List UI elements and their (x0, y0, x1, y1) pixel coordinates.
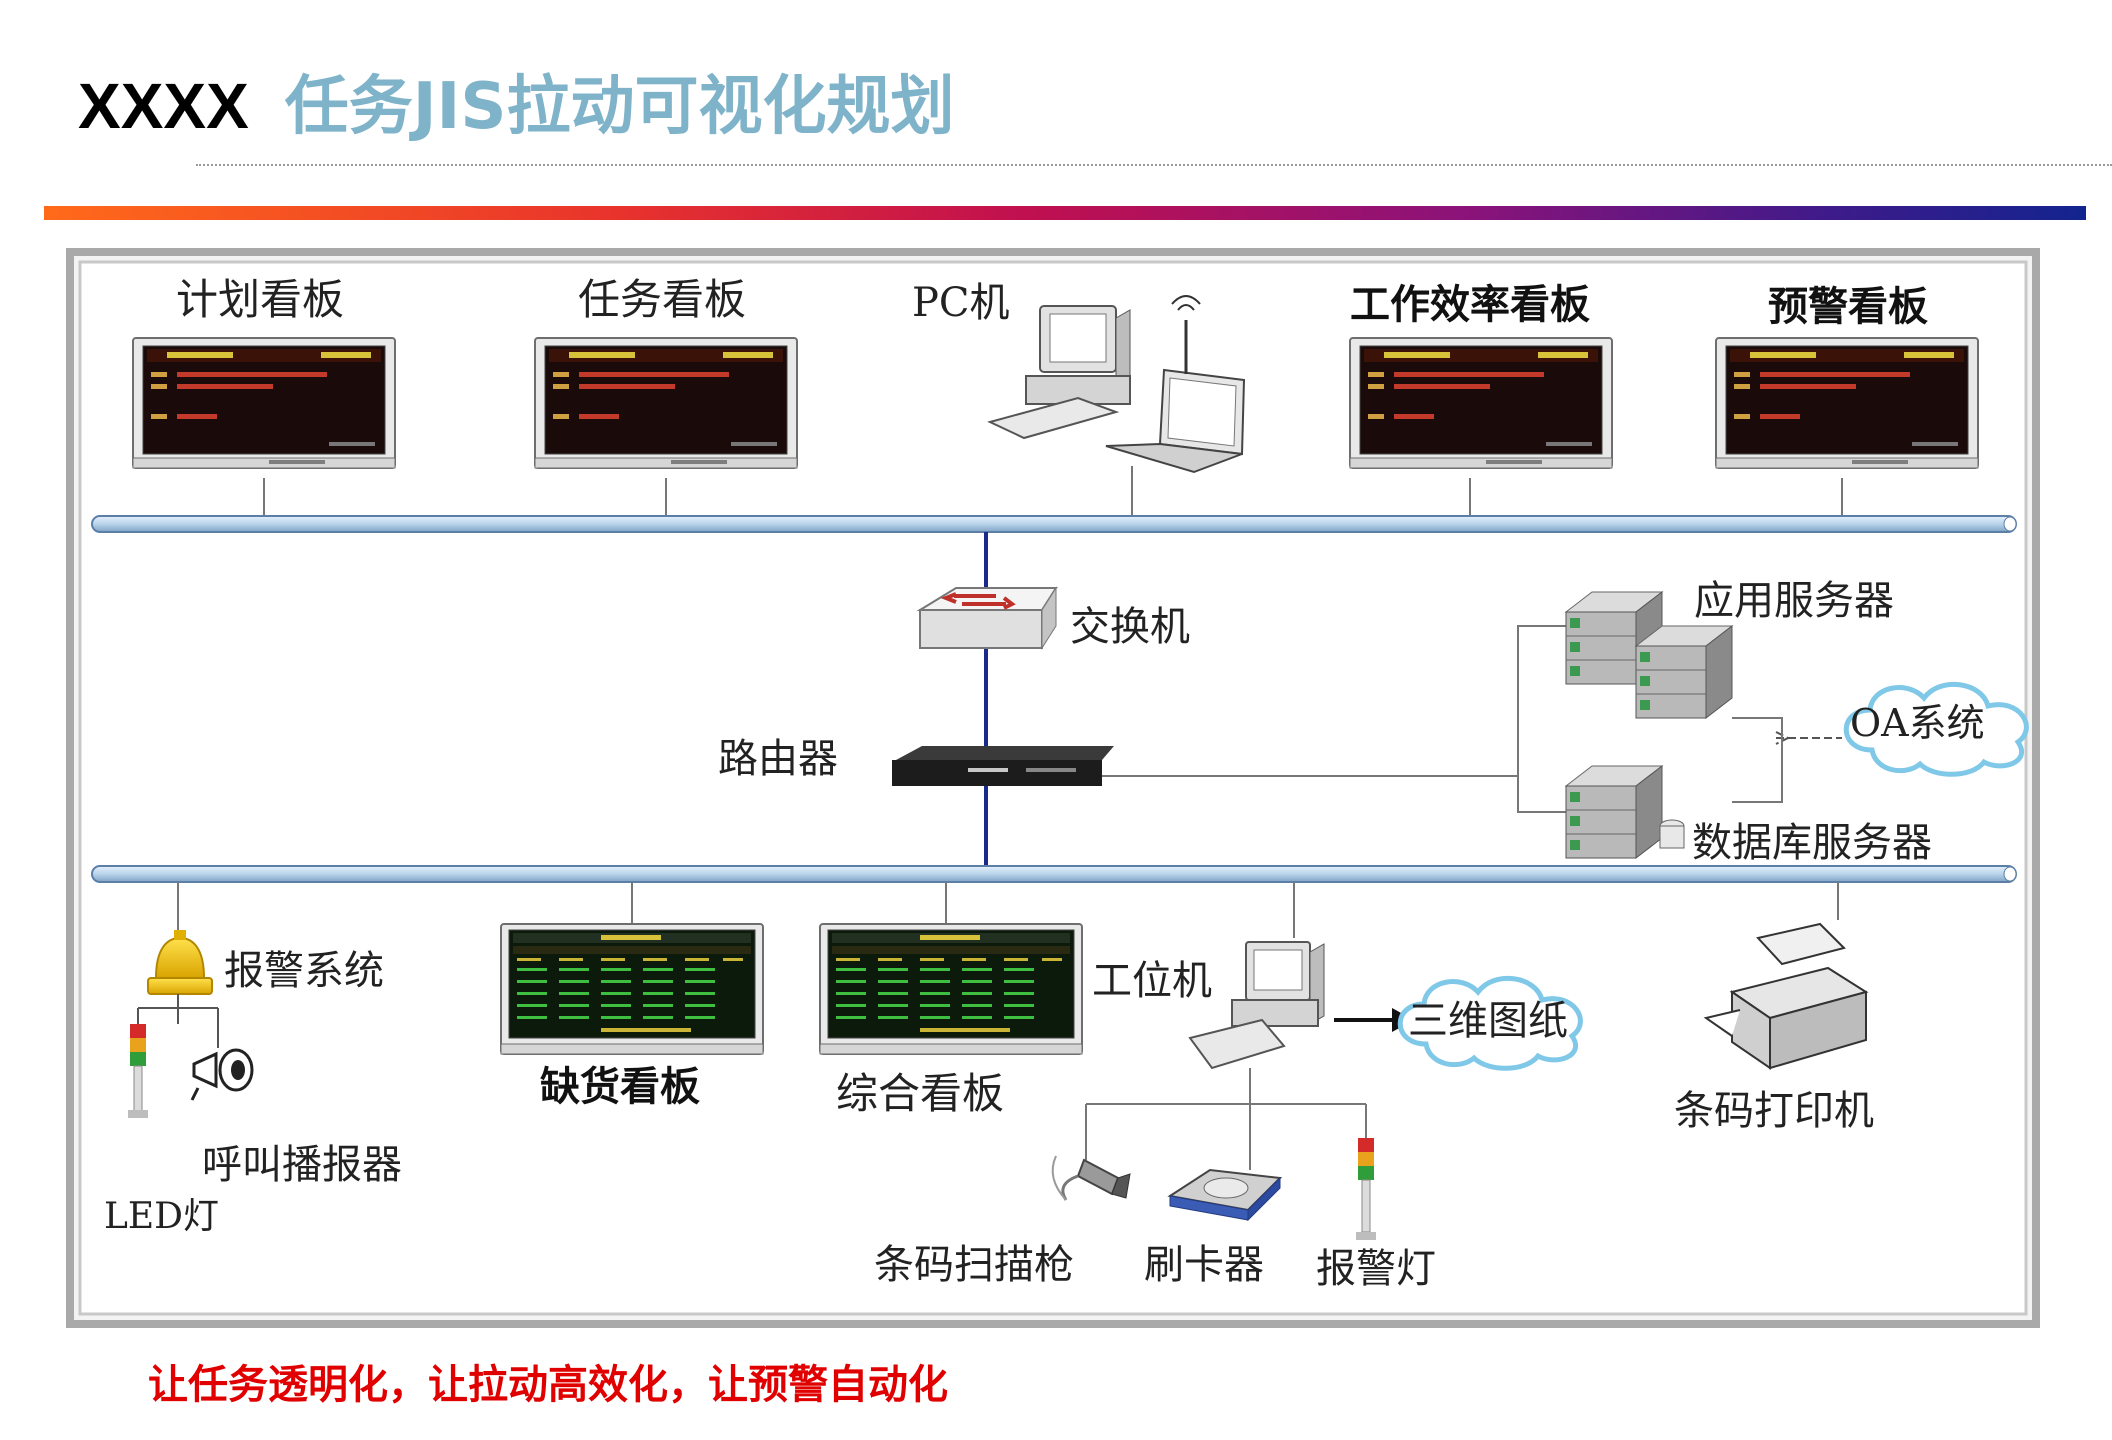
label-efficiency-board: 工作效率看板 (1350, 282, 1590, 328)
task-board-monitor (534, 337, 798, 469)
barcode-scanner-icon (1051, 1155, 1131, 1201)
label-barcode-printer: 条码打印机 (1674, 1088, 1874, 1134)
app-server-icon-2 (1635, 625, 1733, 719)
network-bus-top (91, 515, 2017, 533)
label-shortage-board: 缺货看板 (540, 1064, 700, 1110)
speaker-icon (190, 1008, 254, 1101)
slogan-text: 让任务透明化，让拉动高效化，让预警自动化 (148, 1362, 948, 1408)
network-bus-bottom (91, 865, 2017, 883)
router-icon (892, 746, 1114, 786)
title-prefix: XXXX (78, 70, 249, 142)
label-router: 路由器 (718, 736, 838, 782)
tower-light-icon (128, 994, 218, 1118)
pc-icon (987, 295, 1246, 474)
alarm-light-icon (1356, 1138, 1376, 1240)
gradient-bar (44, 206, 2086, 220)
label-db-server: 数据库服务器 (1692, 820, 1932, 866)
label-plan-board: 计划看板 (176, 275, 344, 324)
warning-board-monitor (1715, 337, 1979, 469)
label-task-board: 任务看板 (578, 275, 746, 324)
label-alarm-system: 报警系统 (224, 948, 384, 994)
label-warning-board: 预警看板 (1768, 284, 1928, 330)
shortage-board-monitor (500, 923, 764, 1055)
label-app-server: 应用服务器 (1694, 578, 1894, 624)
db-server-icon (1565, 765, 1663, 859)
label-broadcaster: 呼叫播报器 (202, 1142, 402, 1188)
label-led: LED灯 (104, 1196, 219, 1237)
title-main: 任务JIS拉动可视化规划 (284, 70, 955, 144)
label-oa: OA系统 (1850, 701, 1985, 745)
label-workstation: 工位机 (1092, 958, 1212, 1004)
efficiency-board-monitor (1349, 337, 1613, 469)
page-title: XXXX 任务JIS拉动可视化规划 (78, 66, 954, 147)
network-diagram: 计划看板 任务看板 PC机 工作效率看板 预警看板 交换机 路由器 应用服务器 … (66, 248, 2040, 1328)
label-summary-board: 综合看板 (836, 1069, 1004, 1118)
card-reader-icon (1167, 1168, 1283, 1222)
workstation-icon (1188, 941, 1325, 1070)
title-divider (196, 164, 2112, 166)
barcode-printer-icon (1703, 922, 1869, 1070)
label-pc: PC机 (912, 280, 1010, 326)
switch-icon (916, 586, 1058, 650)
label-alarm-light: 报警灯 (1316, 1246, 1436, 1292)
label-switch: 交换机 (1070, 604, 1190, 650)
label-drawing-3d: 三维图纸 (1408, 998, 1568, 1044)
label-barcode-scanner: 条码扫描枪 (874, 1242, 1074, 1288)
alarm-bell-icon (147, 930, 213, 995)
plan-board-monitor (132, 337, 396, 469)
label-card-reader: 刷卡器 (1144, 1242, 1264, 1288)
summary-board-monitor (819, 923, 1083, 1055)
